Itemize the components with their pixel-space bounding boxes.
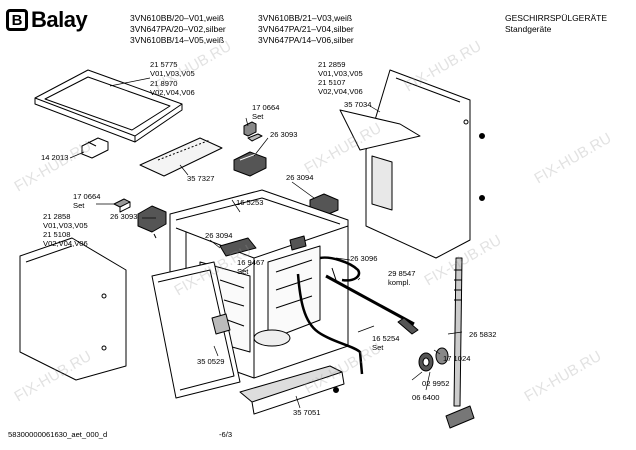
balay-logo: B Balay	[6, 7, 88, 33]
part-label-21-2858: 21 2858 V01,V03,V05	[43, 212, 88, 230]
part-label-35-7327: 35 7327	[187, 174, 215, 183]
model-line: 3VN610BB/21–V03,weiß	[258, 13, 353, 23]
left-side-panel-part	[19, 237, 127, 381]
part-label-21-5775: 21 5775 V01,V03,V05	[150, 60, 195, 78]
part-label-02-9952: 02 9952	[422, 379, 450, 388]
part-label-14-2013: 14 2013	[41, 153, 69, 162]
inlet-hose-part	[445, 257, 475, 429]
model-list-right: 3VN610BB/21–V03,weiß 3VN647PA/21–V04,sil…	[258, 13, 354, 46]
category-line: Standgeräte	[505, 24, 552, 34]
small-bracket-part	[113, 198, 131, 213]
part-label-17-0664-set: 17 0664 Set	[252, 103, 280, 121]
part-label-26-3094: 26 3094	[286, 173, 314, 182]
page-number: -6/3	[219, 430, 233, 439]
part-label-21-8970: 21 8970 V02,V04,V06	[150, 79, 195, 97]
part-label-26-3096: 26 3096	[350, 254, 378, 263]
model-line: 3VN610BB/20–V01,weiß	[130, 13, 225, 23]
category-line: GESCHIRRSPÜLGERÄTE	[505, 13, 608, 23]
document-code: 58300000061630_aet_000_d	[8, 430, 108, 439]
model-line: 3VN647PA/20–V02,silber	[130, 24, 226, 34]
part-label-21-5108: 21 5108 V02,V04,V06	[43, 230, 88, 248]
hinge-part	[233, 151, 267, 177]
model-list-left: 3VN610BB/20–V01,weiß 3VN647PA/20–V02,sil…	[130, 13, 226, 46]
top-bracket-part	[81, 137, 109, 159]
part-label-17-1024: 17 1024	[443, 354, 471, 363]
part-label-06-6400: 06 6400	[412, 393, 440, 402]
part-label-35-0529: 35 0529	[197, 357, 225, 366]
model-line: 3VN647PA/14–V06,silber	[258, 35, 354, 45]
model-line: 3VN647PA/21–V04,silber	[258, 24, 354, 34]
part-label-26-5832: 26 5832	[469, 330, 497, 339]
part-label-16-5254-set: 16 5254 Set	[372, 334, 400, 352]
spray-arm-part	[296, 256, 419, 375]
plinth-part	[239, 365, 345, 415]
part-label-26-3093: 26 3093	[110, 212, 138, 221]
model-line: 3VN610BB/14–V05,weiß	[130, 35, 225, 45]
nut-washer-part	[418, 347, 449, 372]
part-label-26-3094: 26 3094	[205, 231, 233, 240]
worktop-part	[34, 69, 183, 143]
callout-leaders	[69, 77, 463, 409]
part-label-21-5107: 21 5107 V02,V04,V06	[318, 78, 363, 96]
part-label-21-2859: 21 2859 V01,V03,V05	[318, 60, 363, 78]
insulation-strip-part	[139, 137, 223, 177]
part-label-26-3093: 26 3093	[270, 130, 298, 139]
hinge-part	[137, 205, 167, 239]
part-label-35-7051: 35 7051	[293, 408, 321, 417]
right-side-panel-part	[339, 69, 485, 259]
part-label-35-7034: 35 7034	[344, 100, 372, 109]
door-part	[151, 261, 241, 399]
balay-logo-mark: B	[6, 9, 28, 31]
balay-logo-text: Balay	[31, 7, 88, 32]
category-heading: GESCHIRRSPÜLGERÄTE Standgeräte	[505, 13, 607, 35]
part-label-16-5253: 16 5253	[236, 198, 264, 207]
part-label-17-0664-set: 17 0664 Set	[73, 192, 101, 210]
part-label-16-9467-set: 16 9467 Set	[237, 258, 265, 276]
part-label-29-8547-kompl: 29 8547 kompl.	[388, 269, 416, 287]
small-bracket-part	[243, 121, 263, 142]
